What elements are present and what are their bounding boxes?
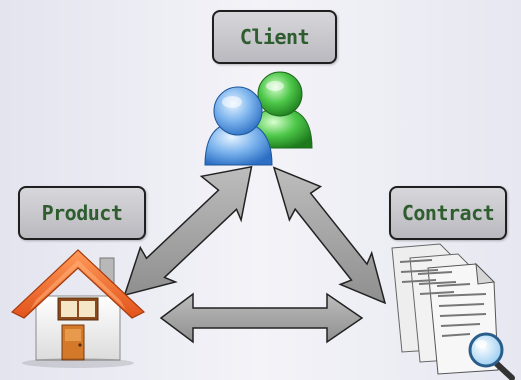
arrow-client-product bbox=[123, 165, 253, 297]
product-label: Product bbox=[18, 186, 146, 240]
documents-search-icon bbox=[391, 243, 515, 380]
users-icon bbox=[204, 71, 313, 166]
contract-label: Contract bbox=[389, 186, 507, 240]
arrow-product-contract bbox=[159, 292, 364, 344]
arrow-client-contract bbox=[272, 166, 387, 305]
client-label: Client bbox=[212, 10, 337, 64]
house-icon bbox=[10, 249, 146, 368]
